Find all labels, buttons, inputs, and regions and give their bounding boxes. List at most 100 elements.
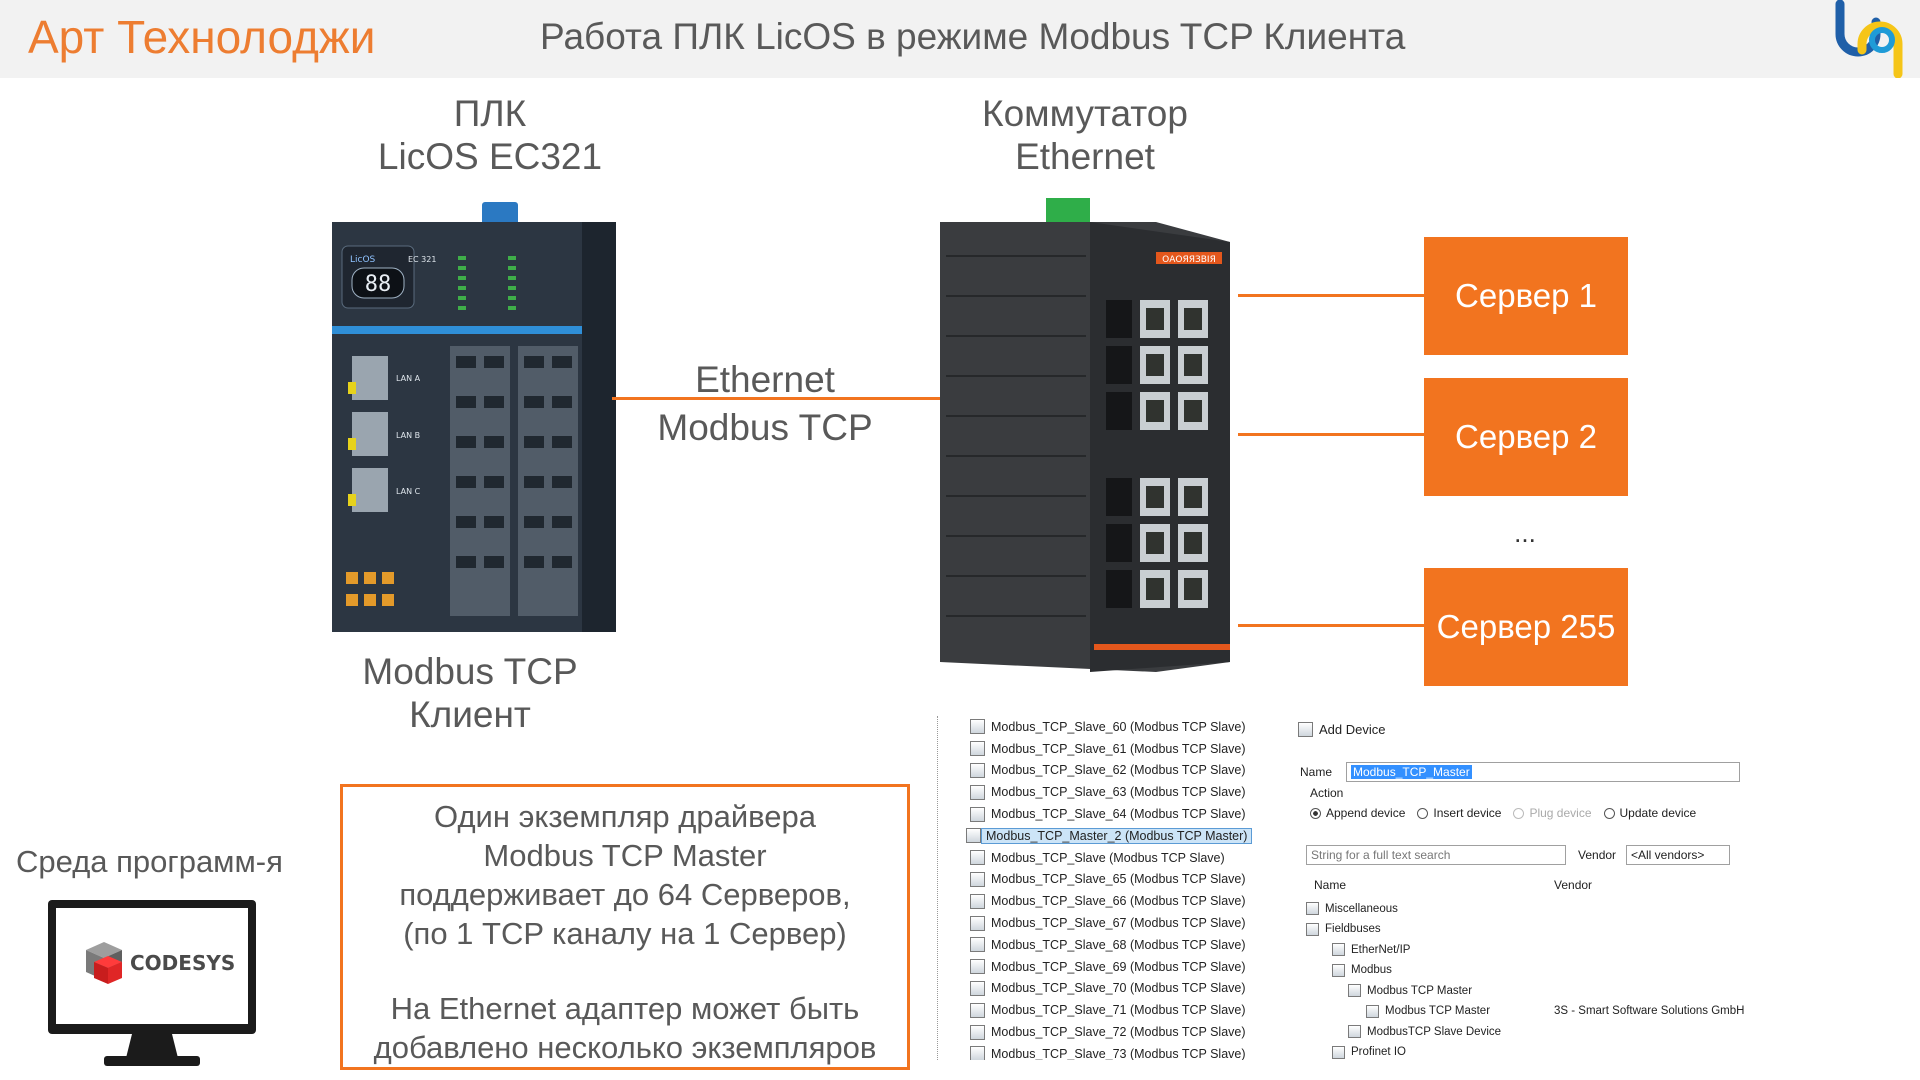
device-icon bbox=[970, 762, 985, 778]
plug-device-radio[interactable]: Plug device bbox=[1513, 806, 1592, 820]
device-icon bbox=[970, 915, 985, 931]
device-icon bbox=[970, 1024, 985, 1040]
vendor-label: Vendor bbox=[1578, 848, 1617, 862]
server-255-link bbox=[1238, 624, 1424, 627]
device-icon bbox=[970, 806, 985, 822]
tree-item-label: Modbus_TCP_Slave_67 (Modbus TCP Slave) bbox=[991, 916, 1246, 931]
tree-item[interactable]: Modbus_TCP_Slave_64 (Modbus TCP Slave) bbox=[928, 803, 1268, 825]
tree-item-label: Modbus_TCP_Slave_68 (Modbus TCP Slave) bbox=[991, 937, 1246, 952]
device-icon bbox=[970, 1002, 985, 1018]
full-text-search-input[interactable]: String for a full text search bbox=[1306, 845, 1566, 865]
vendor-select[interactable]: <All vendors> bbox=[1626, 845, 1730, 865]
catalog-item[interactable]: Profinet IO bbox=[1332, 1045, 1406, 1059]
link-label-line2: Modbus TCP bbox=[657, 407, 873, 448]
append-device-radio[interactable]: Append device bbox=[1310, 806, 1405, 820]
tree-item-label: Modbus_TCP_Master_2 (Modbus TCP Master) bbox=[981, 827, 1253, 844]
tree-item[interactable]: Modbus_TCP_Slave_63 (Modbus TCP Slave) bbox=[928, 781, 1268, 803]
tree-item-label: Modbus_TCP_Slave_64 (Modbus TCP Slave) bbox=[991, 807, 1246, 822]
plc-port-lan-b: LAN B bbox=[396, 431, 420, 440]
device-icon bbox=[970, 959, 985, 975]
server-2-link bbox=[1238, 433, 1424, 436]
monitor-icon: CODESYS bbox=[46, 898, 258, 1070]
plc-role-line2: Клиент bbox=[409, 694, 531, 735]
catalog-item[interactable]: Modbus bbox=[1332, 963, 1392, 977]
catalog-item-label: Modbus TCP Master bbox=[1367, 984, 1473, 997]
tree-item[interactable]: Modbus_TCP_Slave_61 (Modbus TCP Slave) bbox=[928, 738, 1268, 760]
plc-role: Modbus TCP Клиент bbox=[320, 650, 620, 736]
plc-display: 88 bbox=[365, 272, 392, 297]
catalog-item-label: Profinet IO bbox=[1351, 1046, 1406, 1058]
tree-item[interactable]: Modbus_TCP_Slave_71 (Modbus TCP Slave) bbox=[928, 999, 1268, 1021]
add-device-title: Add Device bbox=[1319, 722, 1386, 737]
tree-item-label: Modbus_TCP_Slave_70 (Modbus TCP Slave) bbox=[991, 981, 1246, 996]
catalog-item[interactable]: Modbus TCP Master bbox=[1348, 984, 1472, 997]
tree-item-selected[interactable]: Modbus_TCP_Master_2 (Modbus TCP Master) bbox=[928, 825, 1268, 847]
note-line2: Modbus TCP Master bbox=[483, 838, 767, 873]
folder-icon bbox=[1306, 902, 1319, 915]
plc-role-line1: Modbus TCP bbox=[362, 651, 578, 692]
header-bar bbox=[0, 0, 1920, 78]
device-tree: Modbus_TCP_Slave_60 (Modbus TCP Slave) Mo… bbox=[928, 716, 1268, 1060]
device-icon bbox=[970, 980, 985, 996]
device-name-input[interactable]: Modbus_TCP_Master bbox=[1346, 762, 1740, 782]
switch-device-image: ОАОЯЯЗВІЯ bbox=[936, 196, 1236, 672]
server-2-box: Сервер 2 bbox=[1424, 378, 1628, 496]
catalog-item-vendor: 3S - Smart Software Solutions GmbH bbox=[1554, 1004, 1745, 1017]
tree-item[interactable]: Modbus_TCP_Slave_68 (Modbus TCP Slave) bbox=[928, 934, 1268, 956]
catalog-item[interactable]: ModbusTCP Slave Device bbox=[1348, 1025, 1501, 1038]
add-device-icon bbox=[1298, 722, 1313, 737]
col-name-header: Name bbox=[1314, 878, 1347, 892]
tree-item-label: Modbus_TCP_Slave_60 (Modbus TCP Slave) bbox=[991, 719, 1246, 734]
tree-item-label: Modbus_TCP_Slave_69 (Modbus TCP Slave) bbox=[991, 959, 1246, 974]
tree-item[interactable]: Modbus_TCP_Slave_66 (Modbus TCP Slave) bbox=[928, 890, 1268, 912]
modbus-icon bbox=[1348, 1025, 1361, 1038]
plc-switch-link bbox=[612, 397, 940, 400]
plc-title: ПЛК LicOS EC321 bbox=[340, 92, 640, 178]
device-name-value: Modbus_TCP_Master bbox=[1351, 765, 1472, 779]
catalog-item-label: ModbusTCP Slave Device bbox=[1367, 1025, 1502, 1038]
plc-port-lan-c: LAN C bbox=[396, 487, 421, 496]
tree-item-label: Modbus_TCP_Slave_62 (Modbus TCP Slave) bbox=[991, 763, 1246, 778]
update-device-radio[interactable]: Update device bbox=[1603, 806, 1696, 820]
tree-item[interactable]: Modbus_TCP_Slave_67 (Modbus TCP Slave) bbox=[928, 912, 1268, 934]
company-logo-icon bbox=[1832, 0, 1912, 79]
catalog-item-label: Modbus bbox=[1351, 964, 1392, 976]
note-line3: поддерживает до 64 Серверов, bbox=[399, 877, 851, 912]
tree-item-label: Modbus_TCP_Slave_73 (Modbus TCP Slave) bbox=[991, 1046, 1246, 1060]
insert-device-radio[interactable]: Insert device bbox=[1417, 806, 1501, 820]
server-1-box: Сервер 1 bbox=[1424, 237, 1628, 355]
device-icon bbox=[970, 719, 985, 735]
switch-title-line2: Ethernet bbox=[1015, 136, 1155, 177]
catalog-item[interactable]: Modbus TCP Master bbox=[1366, 1004, 1491, 1018]
tree-item[interactable]: Modbus_TCP_Slave (Modbus TCP Slave) bbox=[928, 847, 1268, 869]
note-line5: На Ethernet адаптер может быть bbox=[390, 991, 860, 1026]
plc-device-image: 88 LicOS EC 321 LAN A LAN B LAN C bbox=[322, 196, 616, 634]
device-icon bbox=[970, 741, 985, 757]
note-line1: Один экземпляр драйвера bbox=[434, 799, 816, 834]
tree-item[interactable]: Modbus_TCP_Slave_72 (Modbus TCP Slave) bbox=[928, 1021, 1268, 1043]
note-line4: (по 1 TCP каналу на 1 Сервер) bbox=[403, 916, 847, 951]
server-1-link bbox=[1238, 294, 1424, 297]
device-icon bbox=[970, 850, 985, 866]
catalog-item-label: Modbus TCP Master bbox=[1385, 1005, 1491, 1017]
catalog-item-label: Miscellaneous bbox=[1325, 902, 1398, 915]
ide-label: Среда программ-я bbox=[16, 844, 283, 879]
catalog-item[interactable]: EtherNet/IP bbox=[1332, 943, 1410, 956]
tree-item[interactable]: Modbus_TCP_Slave_62 (Modbus TCP Slave) bbox=[928, 760, 1268, 782]
tree-item[interactable]: Modbus_TCP_Slave_65 (Modbus TCP Slave) bbox=[928, 869, 1268, 891]
add-device-dialog: Add Device Name Modbus_TCP_Master Action… bbox=[1290, 716, 1750, 1066]
device-icon bbox=[970, 893, 985, 909]
link-label-line1: Ethernet bbox=[695, 359, 835, 400]
tree-item[interactable]: Modbus_TCP_Slave_60 (Modbus TCP Slave) bbox=[928, 716, 1268, 738]
catalog-item[interactable]: Fieldbuses bbox=[1306, 922, 1381, 936]
device-icon bbox=[970, 871, 985, 887]
tree-item[interactable]: Modbus_TCP_Slave_73 (Modbus TCP Slave) bbox=[928, 1043, 1268, 1060]
plc-title-line1: ПЛК bbox=[453, 93, 527, 134]
tree-item[interactable]: Modbus_TCP_Slave_70 (Modbus TCP Slave) bbox=[928, 978, 1268, 1000]
modbus-icon bbox=[1332, 963, 1345, 977]
note-line6: добавлено несколько экземпляров bbox=[373, 1030, 877, 1065]
ethernet-ip-icon bbox=[1332, 943, 1345, 956]
catalog-item[interactable]: Miscellaneous bbox=[1306, 902, 1398, 915]
device-icon bbox=[966, 828, 981, 844]
tree-item[interactable]: Modbus_TCP_Slave_69 (Modbus TCP Slave) bbox=[928, 956, 1268, 978]
